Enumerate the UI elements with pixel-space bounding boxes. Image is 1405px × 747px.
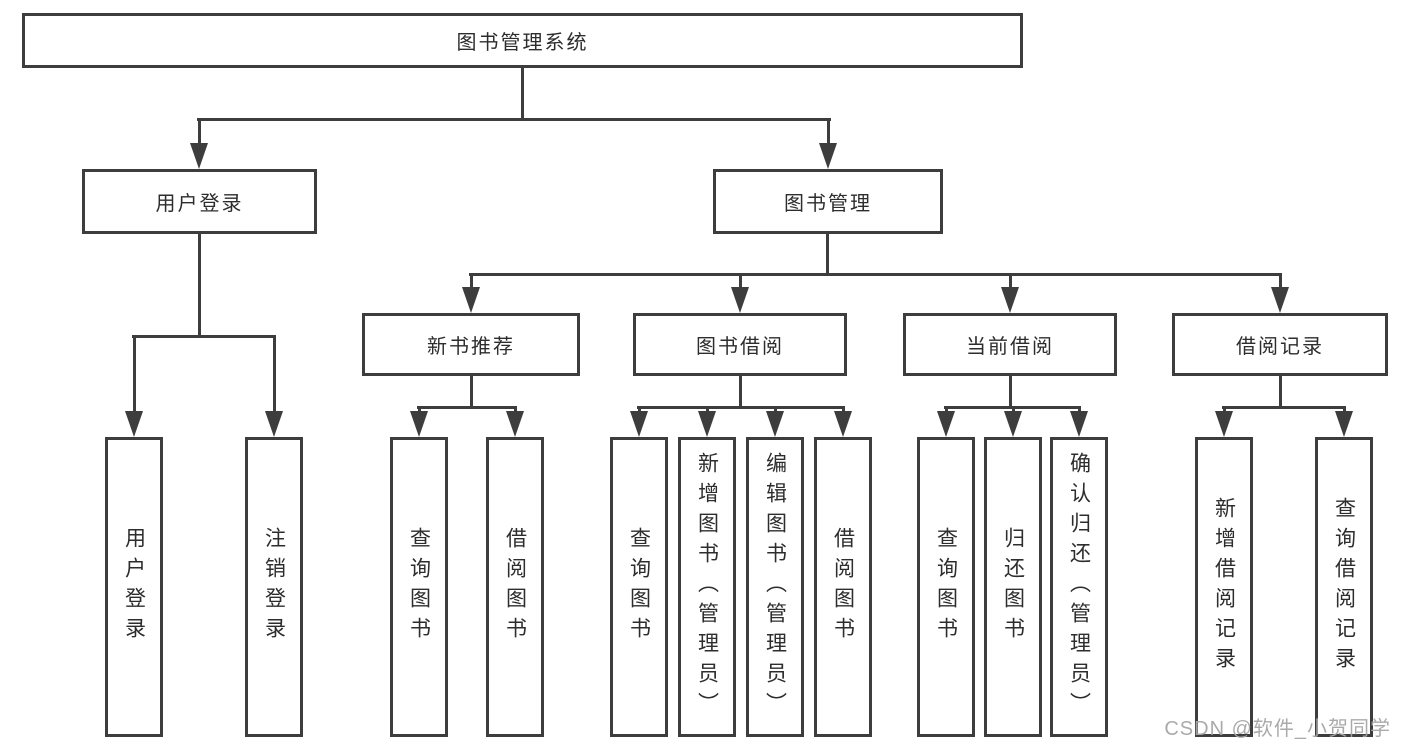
arrowhead-down-icon [1335, 411, 1353, 437]
connector-groupB-children [637, 406, 845, 409]
leaf-query-books-3: 查询图书 [917, 437, 975, 737]
connector-groupC-stem [1009, 376, 1012, 406]
arrowhead-down-icon [834, 411, 852, 437]
node-new-book-recommend: 新书推荐 [362, 313, 580, 376]
leaf-label: 查询图书 [627, 527, 651, 647]
leaf-return-books: 归还图书 [984, 437, 1042, 737]
leaf-label: 借阅图书 [503, 527, 527, 647]
node-book-management: 图书管理 [713, 169, 943, 234]
node-root-label: 图书管理系统 [456, 32, 589, 54]
arrowhead-down-icon [265, 411, 283, 437]
connector-login-stem [198, 234, 201, 335]
connector-arrow-shaft [1279, 273, 1282, 295]
node-current-borrow-label: 当前借阅 [966, 336, 1054, 358]
arrowhead-down-icon [1215, 411, 1233, 437]
arrowhead-down-icon [190, 143, 208, 169]
connector-level1 [197, 118, 831, 121]
arrowhead-down-icon [937, 411, 955, 437]
leaf-label: 编辑图书（管理员） [763, 452, 787, 722]
connector-groupD-children [1222, 406, 1346, 409]
leaf-label: 查询借阅记录 [1332, 497, 1356, 677]
connector-groupD-stem [1279, 376, 1282, 406]
leaf-borrow-books-2: 借阅图书 [814, 437, 872, 737]
leaf-add-borrow-record: 新增借阅记录 [1195, 437, 1253, 737]
arrowhead-down-icon [698, 411, 716, 437]
arrowhead-down-icon [766, 411, 784, 437]
connector-groupB-stem [739, 376, 742, 406]
node-root: 图书管理系统 [22, 13, 1023, 68]
leaf-confirm-return-admin: 确认归还（管理员） [1050, 437, 1108, 737]
node-borrow-records: 借阅记录 [1172, 313, 1388, 376]
connector-arrow-shaft [133, 335, 136, 415]
arrowhead-down-icon [1070, 411, 1088, 437]
node-user-login-label: 用户登录 [155, 193, 244, 215]
leaf-query-books-2: 查询图书 [610, 437, 668, 737]
arrowhead-down-icon [630, 411, 648, 437]
arrowhead-down-icon [462, 287, 480, 313]
arrowhead-down-icon [410, 411, 428, 437]
connector-login-children [132, 335, 275, 338]
leaf-edit-books-admin: 编辑图书（管理员） [746, 437, 804, 737]
csdn-watermark: CSDN @软件_小贺同学 [1164, 718, 1391, 740]
connector-arrow-shaft [739, 273, 742, 295]
connector-arrow-shaft [1009, 273, 1012, 295]
connector-groupA-children [417, 406, 516, 409]
arrowhead-down-icon [731, 287, 749, 313]
node-book-management-label: 图书管理 [784, 193, 872, 215]
leaf-borrow-books-1: 借阅图书 [486, 437, 544, 737]
arrowhead-down-icon [1271, 287, 1289, 313]
arrowhead-down-icon [1004, 411, 1022, 437]
leaf-label: 确认归还（管理员） [1067, 452, 1091, 722]
leaf-label: 注销登录 [262, 527, 286, 647]
leaf-label: 新增借阅记录 [1212, 497, 1236, 677]
connector-arrow-shaft [273, 335, 276, 415]
node-book-borrow-label: 图书借阅 [696, 336, 784, 358]
leaf-user-login: 用户登录 [105, 437, 163, 737]
node-borrow-records-label: 借阅记录 [1236, 336, 1324, 358]
arrowhead-down-icon [1001, 287, 1019, 313]
arrowhead-down-icon [819, 143, 837, 169]
arrowhead-down-icon [125, 411, 143, 437]
connector-level2 [469, 273, 1281, 276]
connector-arrow-shaft [827, 118, 830, 150]
node-book-borrow: 图书借阅 [633, 313, 847, 376]
leaf-label: 新增图书（管理员） [695, 452, 719, 722]
leaf-query-books-1: 查询图书 [390, 437, 448, 737]
node-current-borrow: 当前借阅 [903, 313, 1117, 376]
node-user-login: 用户登录 [82, 169, 317, 234]
connector-mgmt-stem [826, 234, 829, 273]
leaf-label: 借阅图书 [831, 527, 855, 647]
connector-groupA-stem [470, 376, 473, 406]
connector-root-stem [521, 68, 524, 118]
leaf-label: 用户登录 [122, 527, 146, 647]
connector-arrow-shaft [198, 118, 201, 150]
arrowhead-down-icon [506, 411, 524, 437]
leaf-query-borrow-record: 查询借阅记录 [1315, 437, 1373, 737]
leaf-label: 查询图书 [407, 527, 431, 647]
leaf-label: 归还图书 [1001, 527, 1025, 647]
leaf-add-books-admin: 新增图书（管理员） [678, 437, 736, 737]
leaf-label: 查询图书 [934, 527, 958, 647]
node-new-book-recommend-label: 新书推荐 [427, 336, 515, 358]
connector-arrow-shaft [470, 273, 473, 295]
leaf-logout: 注销登录 [245, 437, 303, 737]
